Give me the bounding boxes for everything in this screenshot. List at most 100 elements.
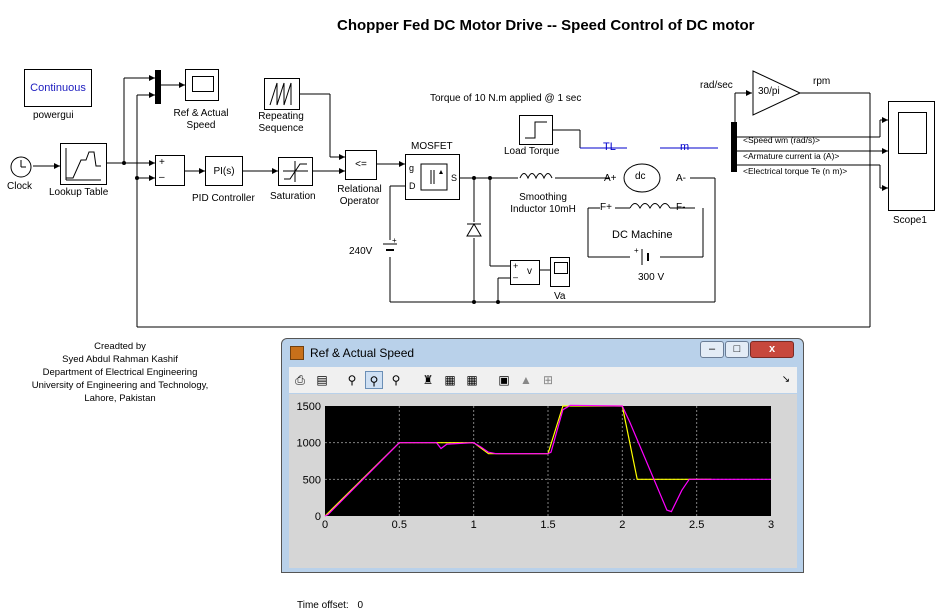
- print-icon[interactable]: ⎙: [295, 373, 305, 387]
- y-tick-label: 500: [303, 474, 321, 486]
- repeating-sequence-block[interactable]: [264, 78, 300, 110]
- dc-machine-block[interactable]: [622, 162, 662, 194]
- gain-block[interactable]: [752, 70, 802, 116]
- scope-app-icon: [290, 346, 304, 360]
- mosfet-label: MOSFET: [411, 141, 453, 152]
- zoom-icon[interactable]: ⚲: [347, 373, 357, 387]
- credit-line: Department of Electrical Engineering: [42, 367, 198, 378]
- mux-block[interactable]: [155, 70, 161, 104]
- tl-port-label: TL: [603, 141, 616, 153]
- voltmeter-minus: –: [513, 272, 519, 282]
- scope-window-title: Ref & Actual Speed: [310, 346, 415, 360]
- dc-machine-label: DC Machine: [612, 229, 673, 241]
- sum-block[interactable]: + –: [155, 155, 185, 186]
- close-button[interactable]: x: [750, 341, 794, 358]
- svg-text:+: +: [392, 238, 397, 245]
- lock-icon[interactable]: ▲: [520, 373, 532, 387]
- field-minus-port: F-: [676, 202, 686, 213]
- mosfet-block[interactable]: g D S: [405, 154, 460, 200]
- battery-300-icon[interactable]: +: [630, 245, 660, 267]
- bus-signal-speed: <Speed wm (rad/s)>: [743, 135, 821, 145]
- model-title: Chopper Fed DC Motor Drive -- Speed Cont…: [337, 17, 755, 34]
- lookup-curve-icon: [65, 148, 101, 181]
- clock-block[interactable]: [9, 155, 33, 179]
- save-axes-icon[interactable]: ▦: [444, 373, 456, 387]
- voltmeter-block[interactable]: + – v: [510, 260, 540, 285]
- parameters-icon[interactable]: ▤: [316, 373, 328, 387]
- saturation-icon: [283, 161, 308, 182]
- mosfet-s-port: S: [451, 173, 458, 183]
- clock-label: Clock: [7, 181, 33, 192]
- sawtooth-icon: [269, 82, 292, 106]
- svg-text:+: +: [634, 246, 639, 255]
- dc-machine-text: dc: [635, 171, 646, 182]
- time-offset: Time offset: 0: [297, 600, 363, 611]
- powergui-block[interactable]: Continuous: [24, 69, 92, 107]
- restore-axes-icon[interactable]: ▦: [466, 373, 478, 387]
- x-tick-label: 2: [619, 519, 625, 531]
- credit-line: Syed Abdul Rahman Kashif: [62, 354, 178, 365]
- pid-text: PI(s): [213, 166, 235, 177]
- va-scope-label: Va: [554, 291, 566, 302]
- load-torque-block[interactable]: [519, 115, 553, 145]
- x-tick-label: 1.5: [540, 519, 555, 531]
- dock-arrow-icon[interactable]: ↘: [781, 374, 791, 385]
- load-torque-label: Load Torque: [504, 146, 560, 157]
- ref-actual-scope-block[interactable]: [185, 69, 219, 101]
- mosfet-g-port: g: [409, 163, 415, 173]
- scope-screen-icon: [898, 112, 927, 154]
- x-tick-label: 2.5: [689, 519, 704, 531]
- credit-line: Lahore, Pakistan: [84, 393, 156, 404]
- mosfet-symbol-icon: [420, 163, 448, 191]
- powergui-text: Continuous: [30, 82, 86, 94]
- time-offset-label: Time offset:: [297, 600, 349, 611]
- va-scope-block[interactable]: [550, 257, 570, 287]
- voltmeter-text: v: [527, 266, 532, 277]
- bus-signal-torque: <Electrical torque Te (n m)>: [743, 166, 848, 176]
- powergui-label: powergui: [33, 110, 74, 121]
- minimize-button[interactable]: –: [700, 341, 724, 358]
- x-tick-label: 1: [471, 519, 477, 531]
- gain-input-label: rad/sec: [700, 80, 733, 91]
- smoothing-inductor-icon[interactable]: [518, 171, 556, 185]
- pid-controller-block[interactable]: PI(s): [205, 156, 243, 186]
- m-port-label: m: [680, 141, 690, 153]
- gain-output-label: rpm: [813, 76, 831, 87]
- y-tick-label: 1500: [297, 401, 321, 413]
- signal-selection-icon[interactable]: ⊞: [542, 373, 554, 387]
- battery-240-icon[interactable]: +: [380, 238, 400, 260]
- battery-300-label: 300 V: [638, 272, 665, 283]
- credit-line: Creadted by: [94, 341, 146, 352]
- scope-window[interactable]: Ref & Actual Speed – □ x ⎙ ▤ ⚲ ⚲ ⚲ ♜ ▦ ▦…: [281, 338, 804, 611]
- relational-operator-block[interactable]: <=: [345, 150, 377, 180]
- x-tick-label: 3: [768, 519, 774, 531]
- maximize-button[interactable]: □: [725, 341, 749, 358]
- diode-icon[interactable]: [465, 220, 483, 240]
- pid-controller-label: PID Controller: [192, 193, 255, 204]
- scope-screen-icon: [554, 262, 568, 274]
- armature-minus-port: A-: [676, 173, 686, 184]
- x-tick-label: 0: [322, 519, 328, 531]
- battery-240-label: 240V: [349, 246, 373, 257]
- bus-signal-current: <Armature current ia (A)>: [743, 151, 840, 161]
- floating-scope-icon[interactable]: ▣: [498, 373, 510, 387]
- relational-text: <=: [355, 159, 367, 170]
- saturation-block[interactable]: [278, 157, 313, 186]
- saturation-label: Saturation: [270, 191, 316, 202]
- voltmeter-plus: +: [513, 261, 519, 271]
- armature-plus-port: A+: [604, 173, 617, 184]
- zoom-x-icon[interactable]: ⚲: [365, 371, 383, 389]
- x-tick-label: 0.5: [392, 519, 407, 531]
- step-icon: [525, 121, 547, 139]
- y-tick-label: 0: [315, 511, 321, 523]
- bus-selector-block[interactable]: [731, 122, 737, 172]
- autoscale-icon[interactable]: ♜: [422, 373, 434, 387]
- zoom-y-icon[interactable]: ⚲: [391, 373, 401, 387]
- scope1-block[interactable]: [888, 101, 935, 211]
- lookup-table-label: Lookup Table: [49, 187, 109, 198]
- lookup-table-block[interactable]: [60, 143, 107, 185]
